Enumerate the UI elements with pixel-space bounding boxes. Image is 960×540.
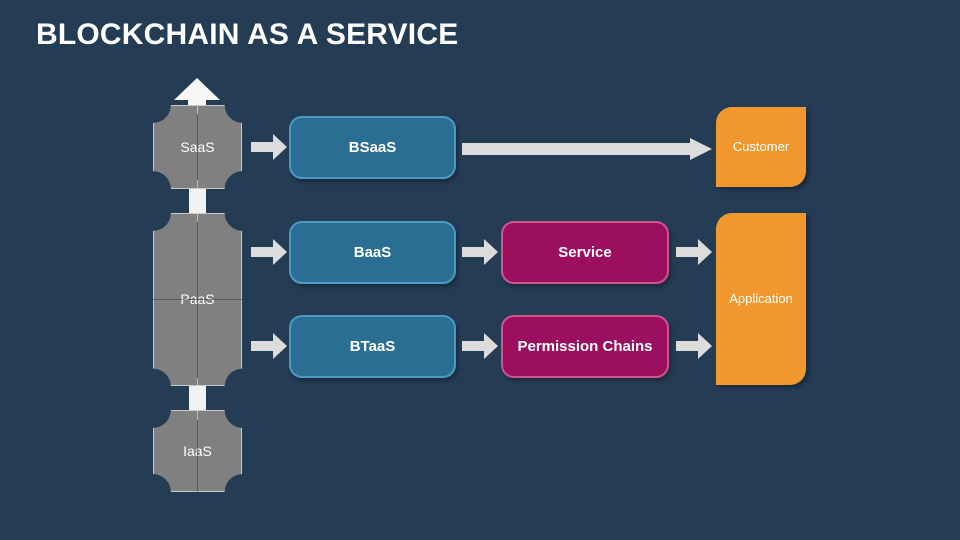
middle-box-service[interactable]: Service [501, 221, 669, 284]
service-box-baas-label: BaaS [353, 243, 392, 261]
arrow-baas-to-service-icon [462, 239, 498, 265]
arrow-btaas-to-permission-chains-icon [462, 333, 498, 359]
middle-box-permission-chains[interactable]: Permission Chains [501, 315, 669, 378]
arrow-service-to-application-icon [676, 239, 712, 265]
layer-block-iaas[interactable]: IaaS [153, 410, 242, 492]
layer-block-iaas-label: IaaS [183, 442, 212, 459]
up-arrow-icon [171, 78, 223, 114]
layer-block-saas-label: SaaS [180, 138, 215, 155]
output-box-application[interactable]: Application [716, 213, 806, 385]
connector-paas-iaas [189, 378, 206, 420]
service-box-btaas-label: BTaaS [349, 337, 396, 355]
middle-box-service-label: Service [558, 243, 612, 261]
service-box-btaas[interactable]: BTaaS [289, 315, 456, 378]
layer-block-saas[interactable]: SaaS [153, 105, 242, 189]
arrow-permission-chains-to-application-icon [676, 333, 712, 359]
arrow-paas-to-btaas-icon [251, 333, 287, 359]
layer-block-paas-label: PaaS [180, 291, 215, 308]
service-box-bsaas-label: BSaaS [348, 138, 397, 156]
layer-block-paas[interactable]: PaaS [153, 213, 242, 386]
arrow-saas-to-bsaas-icon [251, 134, 287, 160]
page-title: BLOCKCHAIN AS A SERVICE [36, 18, 459, 51]
output-box-customer[interactable]: Customer [716, 107, 806, 187]
connector-saas-paas [189, 180, 206, 222]
middle-box-permission-chains-label: Permission Chains [517, 337, 653, 355]
output-box-application-label: Application [729, 290, 793, 306]
service-box-bsaas[interactable]: BSaaS [289, 116, 456, 179]
output-box-customer-label: Customer [732, 138, 790, 154]
arrow-paas-to-baas-icon [251, 239, 287, 265]
arrow-bsaas-to-customer-icon [462, 138, 712, 160]
service-box-baas[interactable]: BaaS [289, 221, 456, 284]
